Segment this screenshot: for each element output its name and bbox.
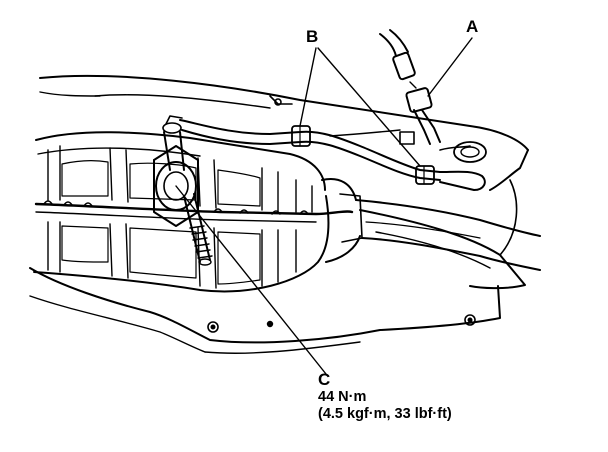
sensor-connector: [379, 29, 441, 145]
callout-c-label: C: [318, 370, 331, 389]
floor-pan: [39, 74, 529, 191]
torque-spec-metric: 44 N·m: [318, 389, 367, 405]
callout-b-label: B: [306, 27, 319, 46]
primary-oxygen-sensor: [153, 115, 213, 266]
exhaust-pipe: [355, 199, 541, 271]
leader-lines: [175, 37, 473, 375]
catalytic-converter: [33, 131, 363, 293]
torque-spec-alt-units: (4.5 kgf·m, 33 lbf·ft): [318, 406, 452, 422]
sensor-harness: [179, 119, 487, 191]
torque-spec: 44 N·m (4.5 kgf·m, 33 lbf·ft): [318, 389, 452, 423]
frame-rail: [359, 179, 526, 290]
heat-shield: [29, 267, 501, 354]
callout-a-label: A: [466, 17, 479, 36]
